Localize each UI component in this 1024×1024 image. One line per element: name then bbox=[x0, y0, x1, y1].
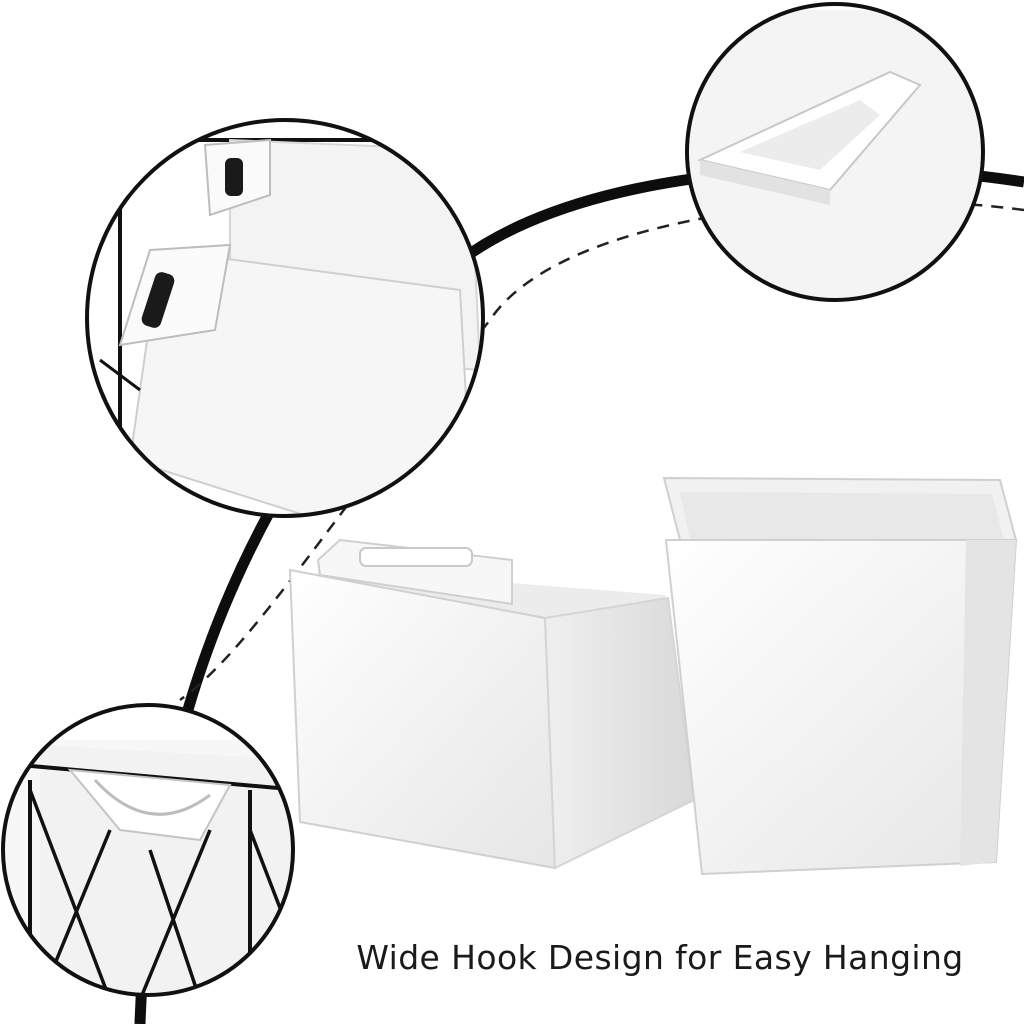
bin-upright-right bbox=[662, 476, 1018, 876]
zoom-circle-bottom-left bbox=[1, 703, 295, 997]
bin-tilted-left bbox=[288, 538, 696, 870]
caption-text: Wide Hook Design for Easy Hanging bbox=[356, 938, 964, 977]
zoom-circle-top-left bbox=[85, 118, 485, 518]
zoom-circle-top-right bbox=[685, 2, 985, 302]
